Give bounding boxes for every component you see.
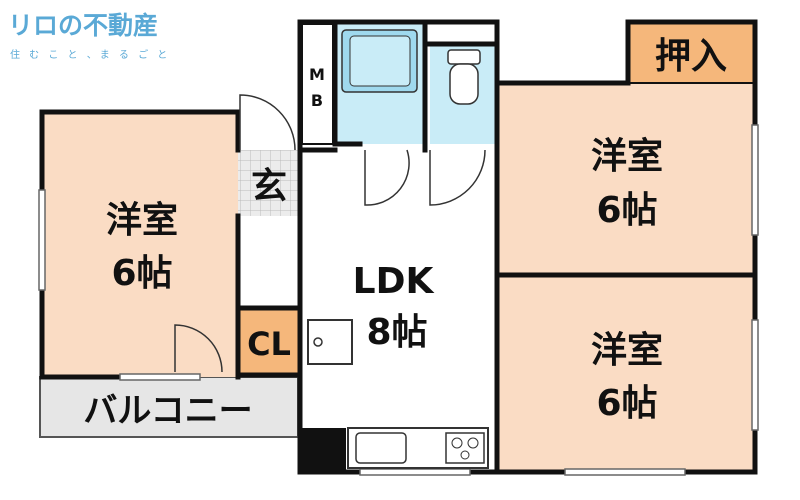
southeast-room-size: 6帖 — [596, 383, 657, 424]
balcony-label: バルコニー — [83, 391, 252, 431]
ldk-name: LDK — [353, 261, 435, 302]
meter-label-m: M — [309, 65, 325, 84]
northeast-room-size: 6帖 — [596, 190, 657, 231]
meter-label-b: B — [311, 91, 323, 110]
southeast-room — [497, 275, 755, 470]
logo-name: リロの不動産 — [8, 11, 159, 40]
closet — [238, 308, 300, 375]
entrance-genkan — [238, 150, 300, 216]
kitchen-counter — [347, 427, 489, 469]
west-room-name: 洋室 — [106, 200, 178, 241]
west-room-size: 6帖 — [111, 253, 172, 294]
southeast-room-name: 洋室 — [591, 330, 663, 371]
fridge-space — [302, 428, 346, 470]
doors — [174, 94, 486, 373]
closet-label: CL — [247, 325, 291, 363]
storage-label: 押入 — [655, 36, 727, 77]
entrance-label: 玄 — [251, 166, 287, 207]
toilet-icon — [447, 49, 481, 105]
northeast-room — [497, 83, 755, 275]
ldk-size: 8帖 — [366, 312, 427, 353]
washer-pan — [307, 319, 353, 365]
logo-tagline: 住 む こ と 、ま る ご と — [10, 50, 171, 61]
sink-icon — [355, 432, 407, 464]
logo: リロの不動産 住 む こ と 、ま る ご と — [8, 6, 168, 66]
northeast-room-name: 洋室 — [591, 136, 663, 177]
storage-oshiire — [628, 24, 755, 83]
west-room — [42, 112, 238, 377]
stove-icon — [445, 432, 485, 464]
balcony — [39, 376, 299, 438]
meter-box — [301, 23, 334, 145]
